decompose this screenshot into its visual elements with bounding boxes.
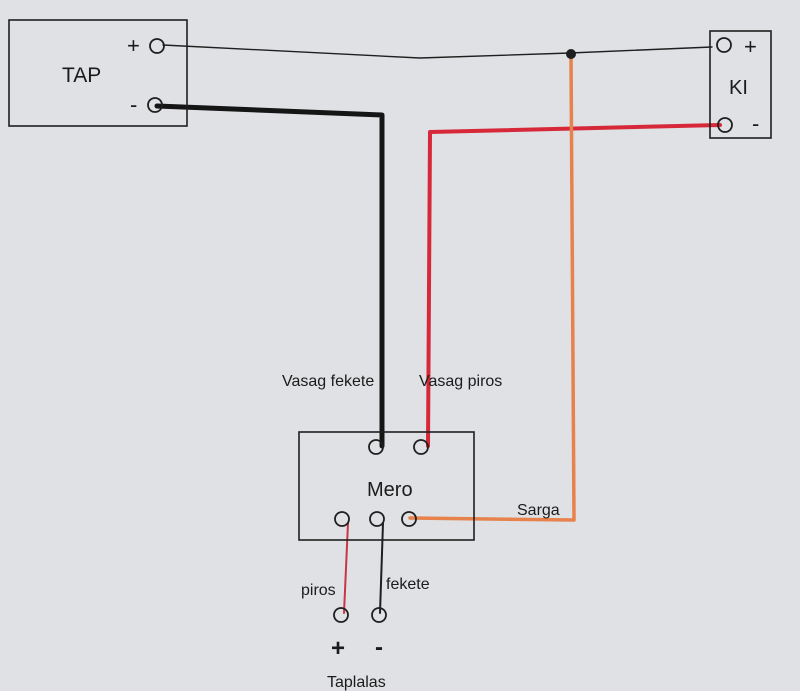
orange-wire-sarga [408,54,576,522]
black-thin-wire-fekete [379,522,384,614]
mero-box [298,431,475,541]
tap-minus-sign: - [130,92,137,117]
mero-terminal-sarga [401,511,417,527]
ki-title: KI [729,77,748,99]
tap-plus-sign: + [127,33,140,58]
mero-terminal-piros [334,511,350,527]
label-minus: - [375,634,383,661]
wires [154,44,722,614]
label-vasag-fekete: Vasag fekete [282,373,374,390]
ki-positive-terminal [716,37,732,53]
label-plus: + [331,635,345,662]
label-fekete: fekete [386,576,430,593]
tap-positive-terminal [149,38,165,54]
mero-terminal-vasag-piros [413,439,429,455]
tap-block: TAP + - [8,19,188,127]
tap-title: TAP [62,64,101,87]
mero-title: Mero [367,479,413,501]
ki-minus-sign: - [752,111,759,136]
taplalas-negative-terminal [371,607,387,623]
mero-terminal-vasag-fekete [368,439,384,455]
tap-box [8,19,188,127]
red-wire-ki-to-mero [426,123,722,448]
junction-dot [566,49,576,59]
label-sarga: Sarga [517,502,560,519]
label-piros: piros [301,582,336,599]
red-thin-wire-piros [343,522,349,614]
mero-block: Mero [298,431,475,541]
taplalas-terminals [333,607,387,623]
black-wire-tap-to-mero [154,103,385,449]
ki-plus-sign: + [744,34,757,59]
positive-supply-wire [162,44,713,59]
label-vasag-piros: Vasag piros [419,373,502,390]
tap-negative-terminal [147,97,163,113]
mero-terminal-fekete [369,511,385,527]
ki-block: KI + - [709,30,772,139]
ki-box [709,30,772,139]
taplalas-positive-terminal [333,607,349,623]
label-taplalas: Taplalas [327,674,386,691]
ki-negative-terminal [717,117,733,133]
